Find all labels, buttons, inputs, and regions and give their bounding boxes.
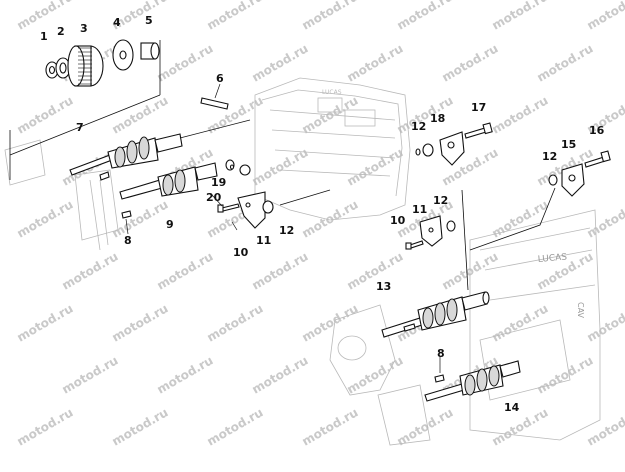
callout-11-a: 11 bbox=[256, 234, 271, 247]
watermark-text: motod.ru bbox=[440, 41, 501, 84]
watermark-text: motod.ru bbox=[205, 0, 266, 33]
part-8-key-c bbox=[435, 357, 444, 382]
watermark-text: motod.ru bbox=[110, 301, 171, 344]
callout-12-d: 12 bbox=[433, 194, 448, 207]
callout-8-b: 8 bbox=[437, 347, 445, 360]
watermark-text: motod.ru bbox=[490, 405, 551, 448]
watermark-text: motod.ru bbox=[300, 0, 361, 33]
callout-18: 18 bbox=[430, 112, 445, 125]
watermark-text: motod.ru bbox=[490, 0, 551, 33]
callout-9: 9 bbox=[166, 218, 174, 231]
ghost-label-c: CAV bbox=[576, 302, 585, 319]
watermark-text: motod.ru bbox=[15, 405, 76, 448]
part-12-seal-b bbox=[416, 144, 433, 156]
callout-13: 13 bbox=[376, 280, 391, 293]
watermark-text: motod.ru bbox=[250, 353, 311, 396]
watermark-text: motod.ru bbox=[490, 93, 551, 136]
watermark-text: motod.ru bbox=[395, 0, 456, 33]
watermark-text: motod.ru bbox=[15, 197, 76, 240]
watermark-text: motod.ru bbox=[535, 41, 596, 84]
watermark-text: motod.ru bbox=[490, 197, 551, 240]
watermark-text: motod.ru bbox=[300, 405, 361, 448]
watermark-text: motod.ru bbox=[205, 405, 266, 448]
guide-line-a bbox=[280, 190, 330, 205]
watermark-text: motod.ru bbox=[345, 249, 406, 292]
part-11-clamp-b bbox=[420, 216, 442, 246]
part-12-seal-d bbox=[447, 221, 455, 231]
watermark-text: motod.ru bbox=[15, 93, 76, 136]
watermark-text: motod.ru bbox=[205, 301, 266, 344]
part-17-bolt bbox=[465, 123, 492, 138]
watermark-text: motod.ru bbox=[155, 249, 216, 292]
watermark-text: motod.ru bbox=[585, 197, 625, 240]
watermark-text: motod.ru bbox=[300, 301, 361, 344]
part-4-thrust-washer bbox=[113, 40, 133, 70]
callout-12-a: 12 bbox=[279, 224, 294, 237]
watermark-text: motod.ru bbox=[535, 353, 596, 396]
callout-17: 17 bbox=[471, 101, 486, 114]
watermark-text: motod.ru bbox=[110, 197, 171, 240]
watermark-text: motod.ru bbox=[250, 249, 311, 292]
callout-3: 3 bbox=[80, 22, 88, 35]
watermark-text: motod.ru bbox=[345, 41, 406, 84]
watermark-text: motod.ru bbox=[585, 0, 625, 33]
watermark-text: motod.ru bbox=[585, 405, 625, 448]
part-12-seal bbox=[263, 201, 273, 213]
callout-12-c: 12 bbox=[542, 150, 557, 163]
callout-6: 6 bbox=[216, 72, 224, 85]
watermark-text: motod.ru bbox=[490, 301, 551, 344]
callout-4: 4 bbox=[113, 16, 121, 29]
watermark-text: motod.ru bbox=[300, 197, 361, 240]
watermark-text: motod.ru bbox=[110, 93, 171, 136]
watermark-text: motod.ru bbox=[205, 93, 266, 136]
watermark-layer: motod.ru motod.ru motod.ru motod.ru motod.ru… bbox=[15, 0, 625, 449]
callout-10-a: 10 bbox=[233, 246, 249, 259]
callout-15: 15 bbox=[561, 138, 576, 151]
watermark-text: motod.ru bbox=[155, 353, 216, 396]
watermark-text: motod.ru bbox=[60, 249, 121, 292]
callout-14: 14 bbox=[504, 401, 520, 414]
callout-10-b: 10 bbox=[390, 214, 406, 227]
callout-19: 19 bbox=[211, 176, 226, 189]
part-8-key-b bbox=[100, 172, 109, 180]
watermark-text: motod.ru bbox=[15, 301, 76, 344]
callout-2: 2 bbox=[57, 25, 65, 38]
part-19-o-ring bbox=[226, 160, 250, 175]
callout-5: 5 bbox=[145, 14, 153, 27]
part-15-bracket bbox=[562, 164, 584, 196]
callout-12-b: 12 bbox=[411, 120, 426, 133]
watermark-text: motod.ru bbox=[60, 353, 121, 396]
watermark-text: motod.ru bbox=[585, 301, 625, 344]
callout-16: 16 bbox=[589, 124, 605, 137]
callout-20: 20 bbox=[206, 191, 222, 204]
callout-11-b: 11 bbox=[412, 203, 427, 216]
callout-8-a: 8 bbox=[124, 234, 132, 247]
callout-1: 1 bbox=[40, 30, 48, 43]
watermark-text: motod.ru bbox=[110, 405, 171, 448]
part-13-shaft bbox=[382, 292, 489, 337]
part-12-seal-c bbox=[549, 175, 557, 185]
ghost-label-a: LUCAS bbox=[322, 89, 342, 96]
watermark-text: motod.ru bbox=[345, 145, 406, 188]
watermark-text: motod.ru bbox=[15, 0, 76, 33]
callout-7: 7 bbox=[76, 121, 84, 134]
part-3-drive-gear bbox=[68, 46, 103, 86]
part-6-pin bbox=[201, 84, 228, 109]
watermark-text: motod.ru bbox=[155, 41, 216, 84]
part-5-bush bbox=[141, 43, 159, 59]
part-18-bracket bbox=[440, 132, 464, 165]
part-10-bolt-b bbox=[406, 241, 423, 249]
